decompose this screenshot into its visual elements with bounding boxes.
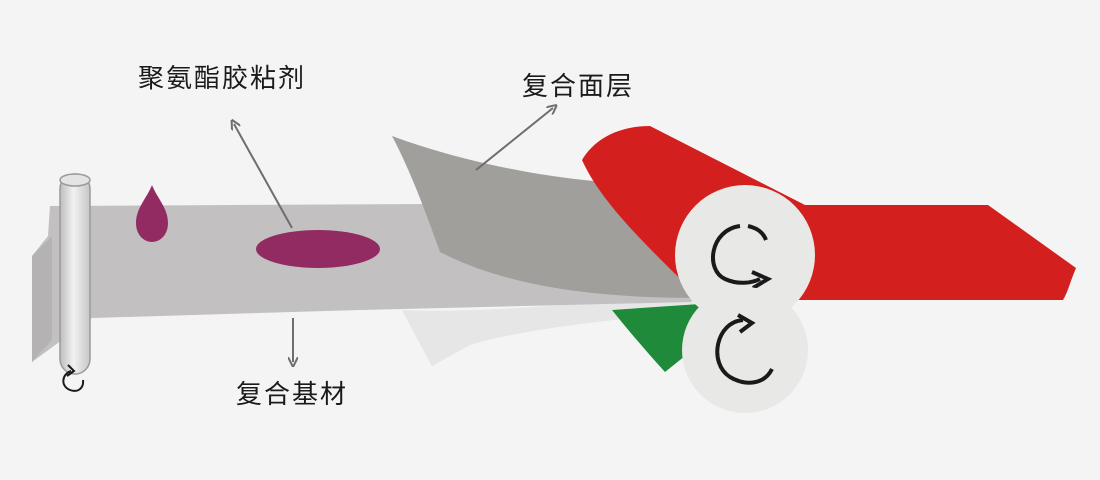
face-film-sheet	[392, 136, 700, 298]
bottom-roller-face	[682, 287, 808, 413]
supply-roll-top	[59, 173, 91, 187]
adhesive-label: 聚氨酯胶粘剂	[138, 64, 307, 94]
adhesive-spread	[256, 230, 380, 268]
supply-roll	[59, 173, 91, 375]
bottom-roller-rotation-icon	[715, 313, 774, 385]
adhesive-droplet	[136, 185, 168, 242]
supply-roll-rotation-icon	[62, 364, 85, 392]
top-roller-face	[675, 185, 815, 325]
green-roller-surface	[612, 304, 700, 372]
base-film-left-fold	[32, 236, 52, 362]
adhesive-pointer-arrow	[234, 124, 293, 229]
top-roller-rotation-icon	[711, 224, 773, 290]
face-layer-pointer-arrow	[475, 108, 553, 171]
base-material-label: 复合基材	[236, 380, 349, 410]
face-layer-label: 复合面层	[522, 72, 635, 102]
